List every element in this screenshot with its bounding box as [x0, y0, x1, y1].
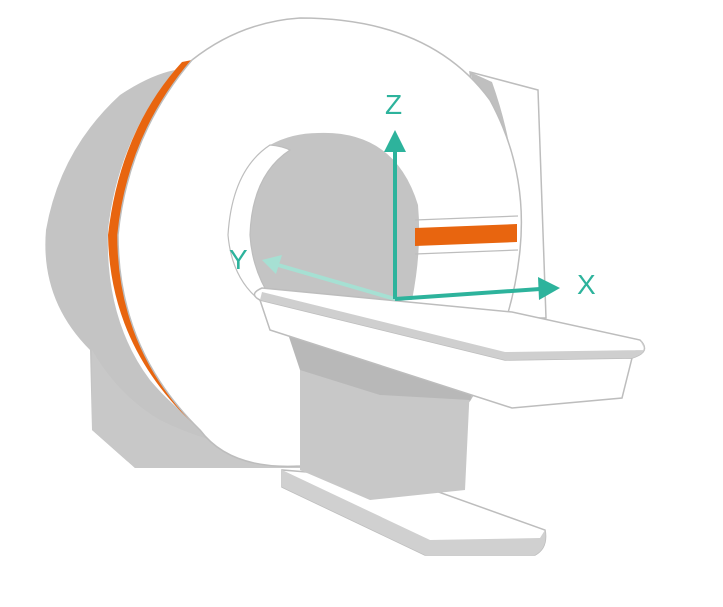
y-axis-line — [277, 263, 396, 301]
gantry-bore-rim — [227, 144, 292, 303]
x-axis-arrowhead — [538, 277, 560, 300]
y-axis-label: Y — [229, 244, 248, 275]
x-axis-label: X — [577, 269, 596, 300]
bore-laser-line-edge-bottom — [414, 249, 519, 255]
table-floor-plate-shade — [282, 470, 546, 555]
y-axis-arrowhead — [262, 255, 282, 274]
table-top-edge-shade — [260, 292, 645, 360]
gantry — [45, 17, 547, 468]
coordinate-axes: Z Y X — [229, 89, 596, 301]
z-axis-arrowhead — [384, 130, 406, 152]
x-axis-line — [394, 287, 541, 301]
z-axis-label: Z — [385, 89, 402, 120]
patient-table — [253, 287, 646, 556]
gantry-accent-stripe — [108, 60, 210, 432]
gantry-base — [92, 350, 300, 468]
gantry-side-shadow — [45, 70, 290, 468]
bore-laser-line-edge-top — [414, 215, 519, 221]
bore-laser-line — [415, 224, 517, 246]
